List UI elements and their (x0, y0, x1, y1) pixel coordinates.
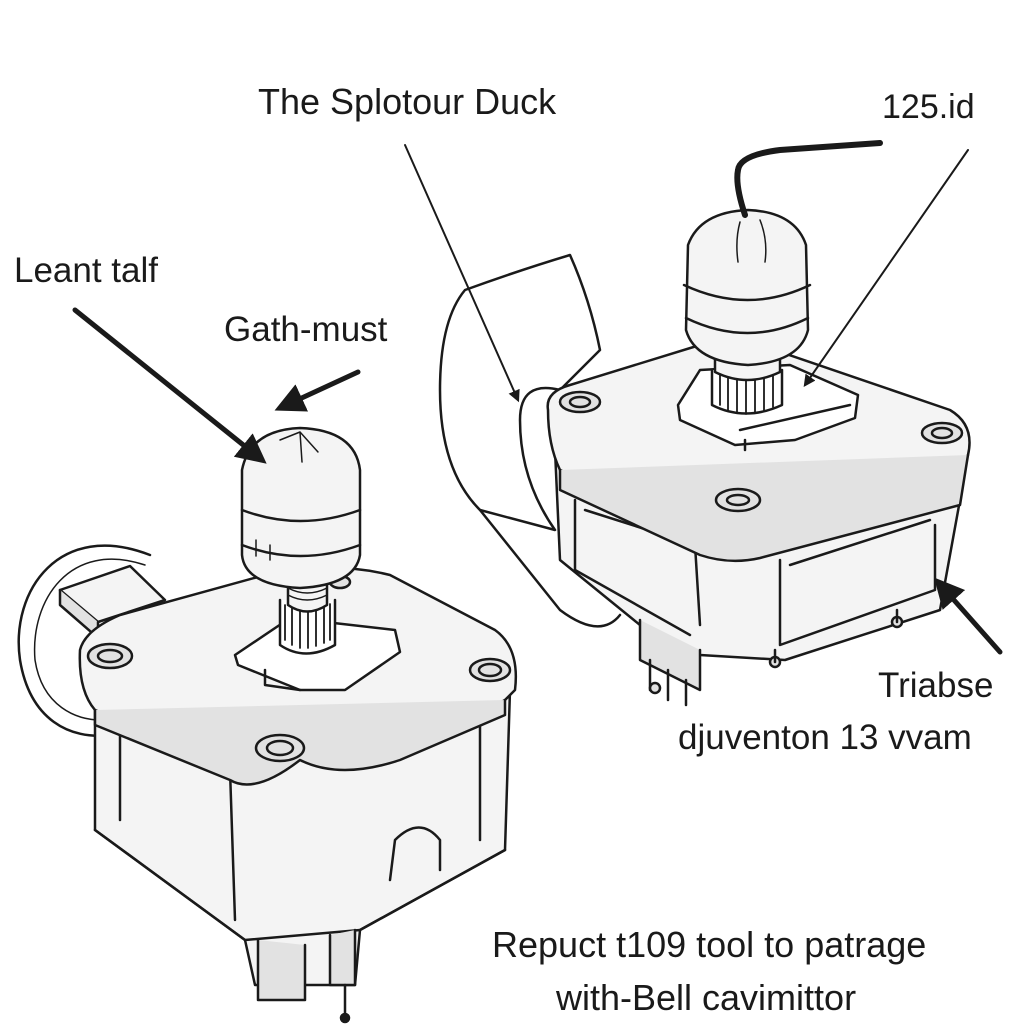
right-cap (682, 208, 812, 367)
label-top-right: 125.id (882, 88, 975, 126)
right-bolts (558, 390, 964, 513)
caption-line-2: with-Bell cavimittor (556, 977, 857, 1018)
arrow-icon (72, 144, 1003, 655)
label-left-upper: Leant talf (14, 251, 158, 290)
label-top-title: The Splotour Duck (258, 81, 557, 122)
caption-line-1: Repuct t109 tool to patrage (492, 924, 927, 965)
right-actuator-unit (438, 140, 971, 707)
right-cable (734, 140, 883, 218)
left-gear (278, 583, 337, 655)
left-side-shaft (58, 564, 167, 624)
label-right: Triabse (878, 666, 994, 705)
left-cable-loop (17, 544, 152, 737)
label-left-middle: Gath-must (224, 310, 388, 349)
left-actuator-unit (17, 426, 517, 1024)
right-duct (438, 253, 602, 532)
label-right-caption: djuventon 13 vvam (678, 718, 972, 757)
left-cap (240, 426, 362, 590)
